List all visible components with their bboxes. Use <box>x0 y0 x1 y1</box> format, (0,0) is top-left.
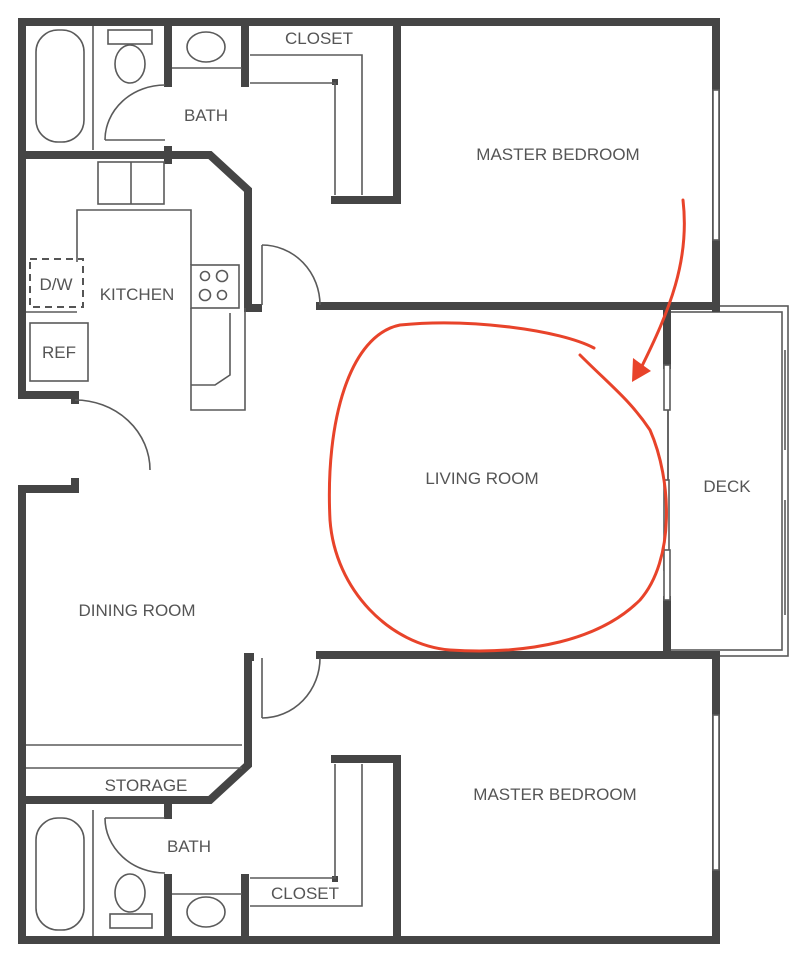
closet-top-label: CLOSET <box>285 29 353 48</box>
kitchen-label: KITCHEN <box>100 285 175 304</box>
red-annotation <box>327 198 686 653</box>
bottom-bath-fixtures <box>26 657 363 936</box>
sink-icon <box>186 31 226 63</box>
dishwasher-label: D/W <box>39 275 72 294</box>
bath-bottom-label: BATH <box>167 837 211 856</box>
storage-label: STORAGE <box>105 776 188 795</box>
top-bath-fixtures <box>35 26 363 195</box>
kitchen-fixtures <box>26 161 321 471</box>
walls <box>18 18 720 944</box>
arrow-icon <box>638 198 686 372</box>
closet-bottom-label: CLOSET <box>271 884 339 903</box>
bath-top-label: BATH <box>184 106 228 125</box>
bathtub-icon <box>35 29 85 143</box>
door-swing <box>104 84 166 141</box>
living-room-circle <box>327 321 668 653</box>
dining-room-label: DINING ROOM <box>78 601 195 620</box>
refrigerator-icon <box>29 322 89 382</box>
deck-label: DECK <box>703 477 751 496</box>
dishwasher-icon <box>29 258 84 308</box>
arrow-head-icon <box>632 358 651 382</box>
living-room-label: LIVING ROOM <box>425 469 538 488</box>
toilet-icon <box>107 29 153 45</box>
master-bedroom-top-label: MASTER BEDROOM <box>476 145 639 164</box>
master-bedroom-bottom-label: MASTER BEDROOM <box>473 785 636 804</box>
refrigerator-label: REF <box>42 343 76 362</box>
stove-icon <box>190 264 240 309</box>
